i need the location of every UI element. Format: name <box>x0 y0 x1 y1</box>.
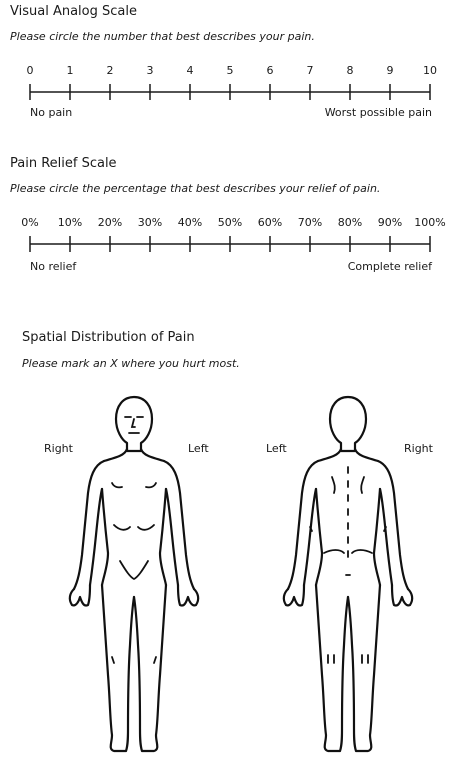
relief-title: Pain Relief Scale <box>10 156 117 171</box>
relief-tick-label-5[interactable]: 50% <box>217 216 243 229</box>
relief-tick-label-1[interactable]: 10% <box>57 216 83 229</box>
vas-tick-label-6[interactable]: 6 <box>266 64 274 77</box>
vas-tick-label-1[interactable]: 1 <box>66 64 74 77</box>
front-right-label: Right <box>44 442 73 455</box>
back-body-figure[interactable] <box>282 395 414 753</box>
relief-tick-label-4[interactable]: 40% <box>177 216 203 229</box>
relief-tick-label-8[interactable]: 80% <box>337 216 363 229</box>
vas-title: Visual Analog Scale <box>10 4 137 19</box>
front-body-figure[interactable] <box>68 395 200 753</box>
relief-tick-label-6[interactable]: 60% <box>257 216 283 229</box>
vas-tick-label-2[interactable]: 2 <box>106 64 114 77</box>
spatial-title: Spatial Distribution of Pain <box>22 330 195 345</box>
vas-tick-label-3[interactable]: 3 <box>146 64 154 77</box>
vas-tick-label-7[interactable]: 7 <box>306 64 314 77</box>
vas-instruction: Please circle the number that best descr… <box>10 30 315 43</box>
relief-instruction: Please circle the percentage that best d… <box>10 182 381 195</box>
relief-tick-label-3[interactable]: 30% <box>137 216 163 229</box>
relief-right-label: Complete relief <box>347 260 432 273</box>
vas-left-label: No pain <box>30 106 73 119</box>
back-right-label: Right <box>404 442 433 455</box>
relief-tick-label-10[interactable]: 100% <box>414 216 446 229</box>
vas-tick-label-4[interactable]: 4 <box>186 64 194 77</box>
relief-tick-label-9[interactable]: 90% <box>377 216 403 229</box>
spatial-instruction: Please mark an X where you hurt most. <box>22 357 240 370</box>
vas-tick-label-8[interactable]: 8 <box>346 64 354 77</box>
body-diagrams[interactable] <box>0 385 450 770</box>
vas-scale-line[interactable] <box>0 82 450 102</box>
relief-tick-label-2[interactable]: 20% <box>97 216 123 229</box>
relief-tick-label-7[interactable]: 70% <box>297 216 323 229</box>
relief-left-label: No relief <box>30 260 77 273</box>
relief-tick-label-0[interactable]: 0% <box>21 216 39 229</box>
front-left-label: Left <box>188 442 209 455</box>
vas-tick-label-9[interactable]: 9 <box>386 64 394 77</box>
vas-right-label: Worst possible pain <box>324 106 432 119</box>
vas-tick-label-10[interactable]: 10 <box>423 64 437 77</box>
relief-scale-line[interactable] <box>0 234 450 254</box>
back-left-label: Left <box>266 442 287 455</box>
vas-tick-label-5[interactable]: 5 <box>226 64 234 77</box>
vas-tick-label-0[interactable]: 0 <box>26 64 34 77</box>
